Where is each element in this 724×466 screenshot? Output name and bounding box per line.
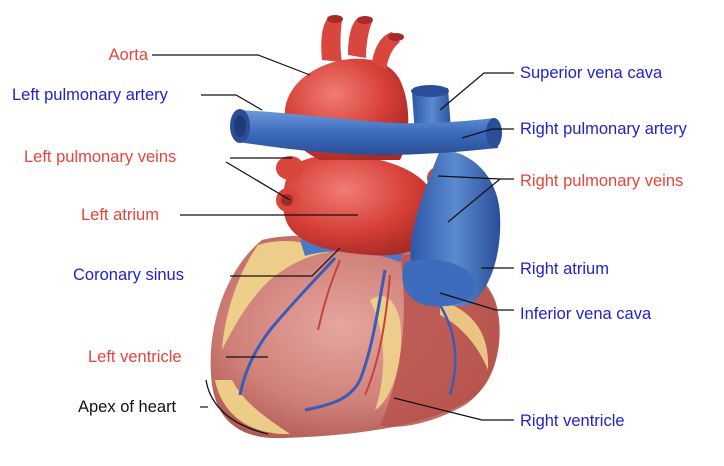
label-apex-of-heart: Apex of heart (78, 398, 177, 416)
apex-bracket (205, 379, 269, 435)
label-left-atrium: Left atrium (81, 206, 159, 224)
fat-right (370, 296, 402, 410)
fat-apex (215, 380, 290, 435)
leader-right-ventricle (393, 397, 514, 421)
leader-coronary-sinus (230, 247, 341, 277)
leader-right-pulmonary-veins-2 (447, 178, 501, 223)
label-coronary-sinus: Coronary sinus (73, 266, 184, 284)
coronary-vessel-2 (317, 259, 341, 331)
leader-aorta (152, 54, 311, 76)
leader-left-pulmonary-artery (201, 94, 263, 111)
label-aorta: Aorta (108, 46, 148, 64)
label-left-pulmonary-artery: Left pulmonary artery (12, 86, 168, 104)
label-right-atrium: Right atrium (520, 260, 609, 278)
aorta-branch-2 (348, 18, 372, 58)
coronary-vessel-4 (364, 274, 391, 396)
leader-superior-vena-cava (439, 72, 514, 111)
coronary-vessel-1 (238, 256, 337, 396)
label-left-pulmonary-veins: Left pulmonary veins (24, 148, 177, 166)
leader-inferior-vena-cava (439, 292, 514, 311)
left-atrium-shape (282, 154, 439, 256)
label-right-ventricle: Right ventricle (520, 412, 625, 430)
leader-left-pulmonary-veins-2 (225, 161, 291, 201)
coronary-vessel-3 (304, 269, 387, 412)
leader-lines (152, 54, 514, 421)
left-pulmonary-vein-upper (276, 156, 304, 180)
label-superior-vena-cava: Superior vena cava (520, 64, 663, 82)
fat-right-2 (440, 300, 489, 370)
pulmonary-artery-shape (238, 110, 498, 155)
aorta-branch-3 (372, 32, 400, 70)
label-right-pulmonary-artery: Right pulmonary artery (520, 120, 687, 138)
inferior-vena-cava-shape (402, 259, 476, 307)
leader-right-pulmonary-artery (461, 128, 514, 139)
label-inferior-vena-cava: Inferior vena cava (520, 305, 652, 323)
label-right-pulmonary-veins: Right pulmonary veins (520, 172, 684, 190)
right-pulmonary-artery-end (486, 118, 502, 148)
coronary-vessel-5 (438, 304, 457, 396)
aorta-branch-1 (321, 18, 342, 62)
label-left-ventricle: Left ventricle (88, 348, 182, 366)
fat-left (222, 240, 330, 350)
